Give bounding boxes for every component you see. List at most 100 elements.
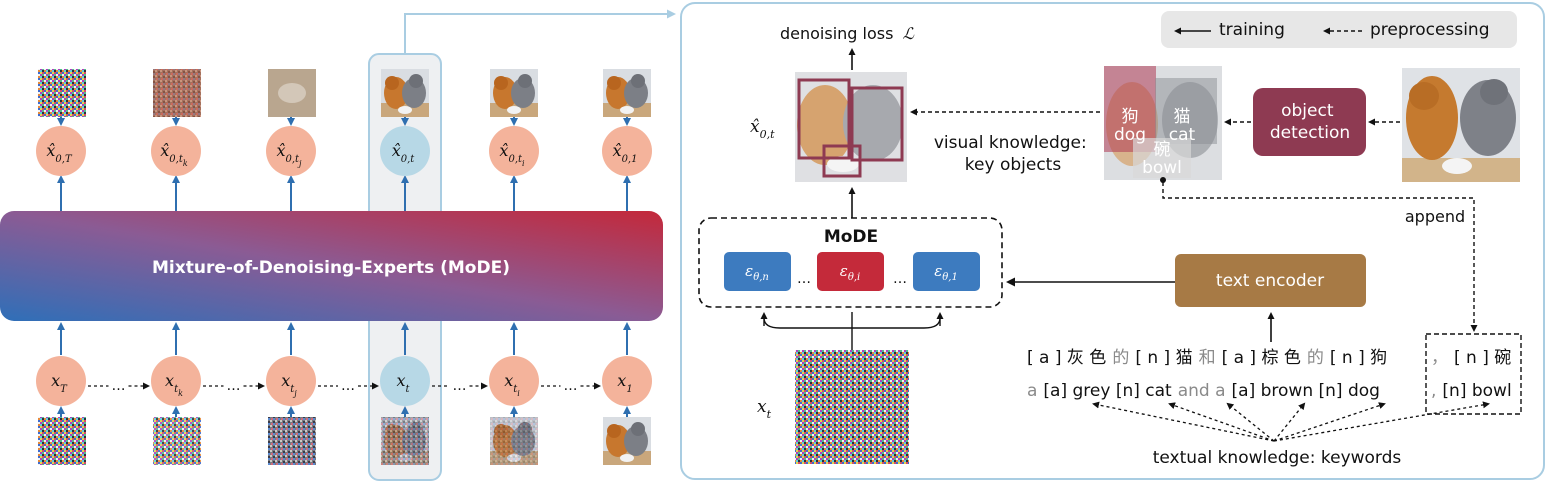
caption-token: [a] grey [n] cat [1043,381,1172,401]
chain-ellipsis-4: … [564,378,578,394]
caption-token: [ n ] 狗 [1330,348,1387,368]
bottom-image-0 [38,417,86,465]
right-panel: training preprocessing denoising loss ℒ … [680,2,1545,480]
input-node-label-3: xt [396,371,410,395]
denoising-loss-label: denoising loss ℒ [780,24,915,43]
input-circles: xT … xtk … xtj … xt … xti … x1 [36,356,652,406]
output-node-label-4: x̂0,ti [499,141,525,168]
input-node-label-2: xtj [281,371,297,398]
expert-label-1: εθ,i [840,262,860,283]
input-node-4 [489,356,539,406]
caption-zh: [ a ] 灰 色的[ n ] 猫和[ a ] 棕 色的[ n ] 狗 [1027,348,1387,368]
input-node-label-4: xti [504,371,520,398]
chain-ellipsis-1: … [227,378,241,394]
caption-token: [n] bowl [1442,381,1511,401]
mode-banner-label: Mixture-of-Denoising-Experts (MoDE) [152,258,510,278]
textual-knowledge-label: textual knowledge: keywords [1153,448,1402,468]
mode-banner [0,211,663,321]
keyword-arrows [1092,401,1490,442]
caption-token: 和 [1199,348,1216,368]
object-detection-label: object detection [1270,101,1350,143]
xt-label: xt [757,397,772,421]
top-image-4 [490,69,538,117]
expert-box-0 [724,252,791,291]
caption-en-append: , [n] bowl [1431,381,1512,401]
output-node-3 [380,126,430,176]
append-path [1162,182,1478,332]
output-node-4 [489,126,539,176]
input-node-1 [151,356,201,406]
caption-token: 的 [1112,348,1129,368]
top-image-2 [268,69,316,117]
expert-box-1 [817,252,884,291]
caption-token: [ a ] 棕 色 [1222,348,1301,368]
output-node-label-3: x̂0,t [392,141,416,165]
column-to-detail-connector [404,9,676,54]
output-node-label-2: x̂0,tj [276,141,302,168]
caption-token: 的 [1307,348,1324,368]
expert-dots-0: … [797,271,811,287]
expert-box-2 [913,252,980,291]
caption-token: [a] brown [n] dog [1232,381,1380,401]
input-node-2 [266,356,316,406]
expert-dots-1: … [893,271,907,287]
top-image-5 [603,69,651,117]
bottom-image-3 [381,417,429,465]
expert-routing-bracket [763,312,941,350]
caption-token: , [1431,381,1436,401]
legend-training: training [1219,20,1285,40]
caption-token: [ n ] 猫 [1135,348,1192,368]
top-image-0 [38,69,86,117]
bottom-image-1 [153,417,201,465]
caption-zh-append: ，[ n ] 碗 [1431,348,1511,368]
caption-token: a [1027,381,1037,401]
input-node-3 [380,356,430,406]
bottom-image-4 [490,417,538,465]
append-label: append [1405,207,1465,226]
input-node-label-1: xtk [165,371,183,398]
top-image-3 [381,69,429,117]
input-node-0 [36,356,86,406]
caption-token: [ n ] 碗 [1454,348,1511,368]
input-node-label-0: xT [51,371,68,395]
predicted-image [795,72,907,182]
object-detection-box [1253,88,1366,156]
source-photo [1402,68,1520,182]
text-encoder-box [1175,254,1366,307]
bottom-image-row [38,417,651,465]
expert-label-2: εθ,1 [934,262,958,283]
legend-preprocessing: preprocessing [1370,20,1489,40]
top-image-row [38,69,651,117]
text-encoder-label: text encoder [1216,271,1324,291]
bottom-image-5 [603,417,651,465]
caption-token: and a [1178,381,1226,401]
legend: training preprocessing [1161,11,1517,48]
output-node-label-1: x̂0,tk [160,141,188,168]
bottom-image-2 [268,417,316,465]
input-node-label-5: x1 [617,371,632,395]
chain-ellipsis-0: … [112,378,126,394]
chain-ellipsis-3: … [453,378,467,394]
output-node-1 [151,126,201,176]
chain-ellipsis-2: … [341,378,355,394]
expert-label-0: εθ,n [745,262,769,283]
top-image-1 [153,69,201,117]
experts: εθ,n εθ,i εθ,1 … … [724,252,980,291]
output-node-5 [602,126,652,176]
output-node-0 [36,126,86,176]
xhat-0t-label: x̂0,t [750,117,775,141]
caption-en: a [a] grey [n] cat and a [a] brown [n] dog [1027,381,1380,401]
noisy-xt-image [795,350,909,464]
left-arrows [57,117,631,417]
caption-token: [ a ] 灰 色 [1027,348,1106,368]
output-node-label-5: x̂0,1 [613,141,638,165]
visual-knowledge-label: visual knowledge: key objects [934,133,1092,175]
input-node-5 [602,356,652,406]
